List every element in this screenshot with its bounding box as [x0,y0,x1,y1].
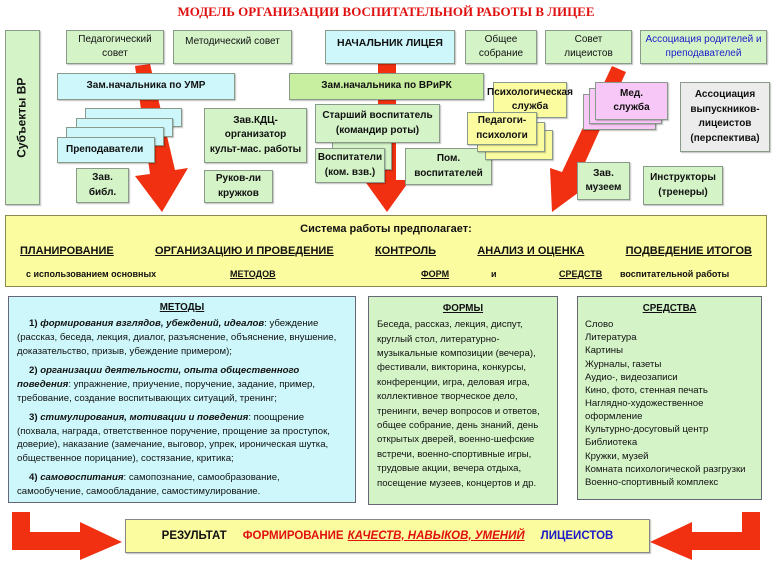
metod-sovet: Методический совет [173,30,292,64]
kdc-organizer: Зав.КДЦ-организатор культ-мас. работы [204,108,307,163]
system-title: Система работы предполагает: [300,223,472,235]
med-service: Мед. служба [595,82,668,120]
students-council: Совет лицеистов [545,30,632,64]
club-leaders: Руков-ли кружков [204,170,273,203]
means-item: Аудио-, видеозаписи [585,371,678,383]
means-link: СРЕДСТВ [559,269,603,279]
method-item: 1) формирования взглядов, убеждений, иде… [17,317,347,359]
methods-panel: МЕТОДЫ 1) формирования взглядов, убежден… [8,296,356,503]
using-text: с использованием основных [26,269,157,279]
item-analysis: АНАЛИЗ И ОЦЕНКА [477,245,585,257]
forms-text: Беседа, рассказ, лекция, диспут, круглый… [377,319,540,489]
method-heading: самовоспитания [40,472,124,484]
method-number: 3) [29,411,38,423]
method-text: : поощрение (похвала, награда, ответстве… [17,411,330,465]
result-students: ЛИЦЕИСТОВ [540,529,614,542]
methods-title: МЕТОДЫ [159,302,205,313]
means-title: СРЕДСТВА [642,303,697,314]
work-system-box: Система работы предполагает: ПЛАНИРОВАНИ… [5,215,767,287]
deputy-vrirk: Зам.начальника по ВРиРК [289,73,484,100]
result-box: РЕЗУЛЬТАТ ФОРМИРОВАНИЕ КАЧЕСТВ, НАВЫКОВ,… [125,519,650,553]
work-text: воспитательной работы [620,269,730,279]
means-item: Журналы, газеты [585,358,662,370]
methods-link: МЕТОДОВ [230,269,276,279]
general-meeting: Общее собрание [465,30,537,64]
item-control: КОНТРОЛЬ [374,245,437,257]
educators: Воспитатели (ком. взв.) [315,148,385,183]
alumni-association: Ассоциация выпускников-лицеистов (перспе… [680,82,770,152]
means-item: Кружки, музей [585,450,649,462]
method-text: : убеждение (рассказ, беседа, лекция, ди… [17,318,337,358]
means-item: Культурно-досуговый центр [585,424,709,436]
forms-title: ФОРМЫ [442,303,484,314]
and-text: и [491,269,497,279]
method-item: 2) организации деятельности, опыта общес… [17,364,347,406]
senior-educator: Старший воспитатель (командир роты) [315,104,440,143]
teachers: Преподаватели [57,137,155,163]
deputy-umr: Зам.начальника по УМР [57,73,235,100]
method-number: 4) [29,472,38,484]
means-item: Комната психологической разгрузки [585,463,746,475]
subjects-box: Субъекты ВР [5,30,40,205]
parents-association: Ассоциация родителей и преподавателей [640,30,767,64]
item-organization: ОРГАНИЗАЦИЮ И ПРОВЕДЕНИЕ [155,245,334,257]
item-summary: ПОДВЕДЕНИЕ ИТОГОВ [625,245,752,257]
result-forming: ФОРМИРОВАНИЕ [242,529,344,542]
librarian: Зав. библ. [76,168,129,203]
instructors: Инструкторы (тренеры) [643,166,723,205]
method-number: 2) [29,364,38,376]
arrow-result-left [12,512,122,560]
method-number: 1) [29,318,38,330]
forms-panel: ФОРМЫ Беседа, рассказ, лекция, диспут, к… [368,296,558,505]
method-heading: формирования взглядов, убеждений, идеало… [40,318,265,330]
diagram-title: МОДЕЛЬ ОРГАНИЗАЦИИ ВОСПИТАТЕЛЬНОЙ РАБОТЫ… [177,4,595,19]
result-qualities: КАЧЕСТВ, НАВЫКОВ, УМЕНИЙ [347,529,525,542]
means-item: Кино, фото, стенная печать [585,384,708,396]
means-item: Литература [585,332,637,344]
method-text: : упражнение, приучение, поручение, зада… [17,378,316,404]
subjects-label: Субъекты ВР [14,77,29,158]
ped-sovet: Педагогический совет [66,30,164,64]
item-planning: ПЛАНИРОВАНИЕ [20,245,114,257]
pedagogue-psychologists: Педагоги-психологи [467,112,537,145]
method-heading: стимулирования, мотивации и поведения [40,411,249,423]
forms-link: ФОРМ [421,269,450,279]
result-label: РЕЗУЛЬТАТ [161,529,227,542]
method-item: 4) самовоспитания: самопознание, самообр… [17,471,347,499]
means-item: Военно-спортивный комплекс [585,476,719,488]
means-item: Картины [585,345,623,357]
museum-head: Зав. музеем [577,162,630,200]
means-item: Наглядно-художественное оформление [585,398,704,423]
head-of-lyceum: НАЧАЛЬНИК ЛИЦЕЯ [325,30,455,64]
method-item: 3) стимулирования, мотивации и поведения… [17,411,347,467]
arrow-result-right [650,512,760,560]
method-heading: организации деятельности, опыта обществе… [17,364,300,390]
means-item: Библиотека [585,437,638,449]
assistant-educators: Пом. воспитателей [405,148,492,185]
method-text: : самопознание, самообразование, самообу… [17,472,280,498]
means-item: Слово [585,319,614,331]
